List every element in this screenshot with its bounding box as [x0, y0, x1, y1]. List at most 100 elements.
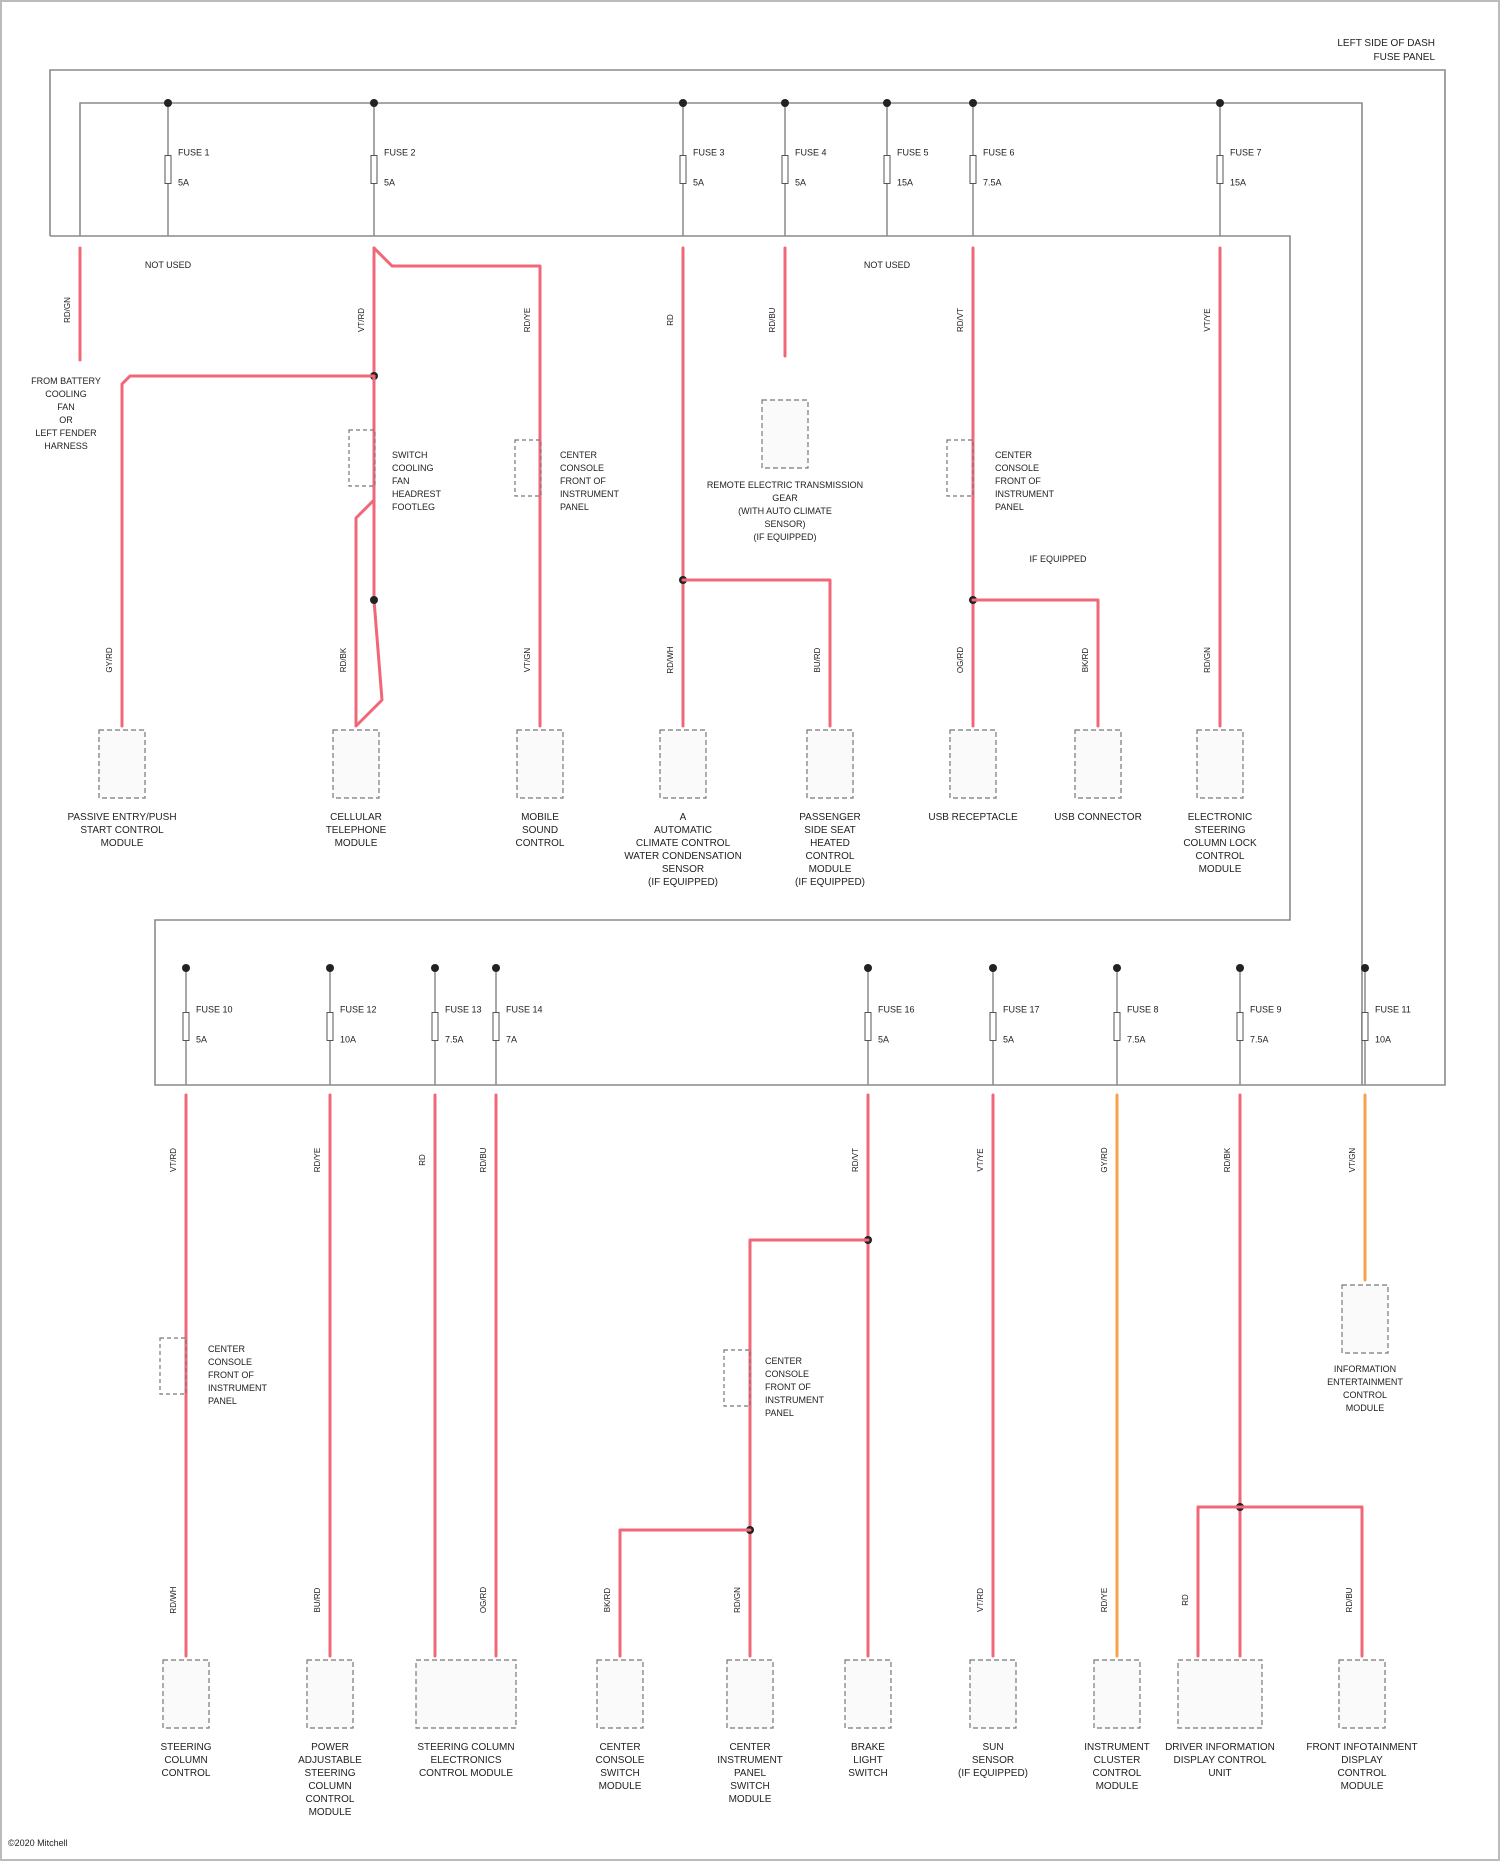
top-fuse-6-bus-node — [969, 99, 977, 107]
dash-left-label-line-1: COOLING — [45, 389, 87, 399]
bottom-component-2-label-line-3: COLUMN — [308, 1781, 351, 1792]
splice-e-label-line-1: CONSOLE — [765, 1369, 809, 1379]
bottom-component-4-label-line-3: MODULE — [599, 1781, 642, 1792]
top-fuse-6-rating: 7.5A — [983, 178, 1002, 188]
top-fuse-7-label: FUSE 7 — [1230, 148, 1262, 158]
bottom-component-9-label-line-1: DISPLAY CONTROL — [1174, 1755, 1267, 1766]
bottom-fuse-3-rating: 7.5A — [445, 1035, 464, 1045]
wire-code-label-5: RD/BU — [768, 307, 777, 332]
bottom-fuse-7-rating: 7.5A — [1127, 1035, 1146, 1045]
bottom-component-4-label-line-1: CONSOLE — [596, 1755, 645, 1766]
splice-b-label-line-3: INSTRUMENT — [560, 489, 619, 499]
top-fuse-5-bus-node — [883, 99, 891, 107]
top-fuse-1-rating: 5A — [178, 178, 189, 188]
wire-code-label-20: RD/VT — [851, 1148, 860, 1172]
top-fuse-1-bus-node — [164, 99, 172, 107]
bottom-fuse-7-symbol — [1114, 1013, 1120, 1041]
splice-c-label-line-0: CENTER — [995, 450, 1033, 460]
top-component-5-label-line-0: PASSENGER — [799, 812, 861, 823]
middle-module-label-line-1: GEAR — [772, 493, 798, 503]
top-component-5-label-line-4: MODULE — [809, 864, 852, 875]
splice-a-label-line-3: HEADREST — [392, 489, 442, 499]
splice-a-label-line-2: FAN — [392, 476, 410, 486]
bottom-fuse-6-rating: 5A — [1003, 1035, 1014, 1045]
wire-code-label-23: RD/BK — [1223, 1147, 1232, 1172]
bottom-fuse-9-label: FUSE 11 — [1375, 1005, 1411, 1015]
wire-code-label-21: VT/YE — [976, 1148, 985, 1171]
splice-d-label-line-3: INSTRUMENT — [208, 1383, 267, 1393]
bottom-fuse-3-bus-node — [431, 964, 439, 972]
top-fuse-1-symbol — [165, 156, 171, 184]
bottom-component-9 — [1178, 1660, 1262, 1728]
bottom-fuse-4-bus-node — [492, 964, 500, 972]
bottom-component-5-label-line-0: CENTER — [729, 1742, 770, 1753]
bottom-component-5-label-line-2: PANEL — [734, 1768, 766, 1779]
top-component-4-label-line-3: WATER CONDENSATION — [624, 851, 742, 862]
wire-code-label-2: VT/RD — [357, 308, 366, 332]
top-fuse-1-label: FUSE 1 — [178, 148, 210, 158]
not-used-label-1: NOT USED — [145, 260, 192, 270]
bottom-component-10-label-line-0: FRONT INFOTAINMENT — [1306, 1742, 1417, 1753]
bottom-fuse-1-bus-node — [182, 964, 190, 972]
wire-code-label-16: VT/RD — [169, 1148, 178, 1172]
top-fuse-6-label: FUSE 6 — [983, 148, 1015, 158]
top-component-5-label-line-5: (IF EQUIPPED) — [795, 877, 865, 888]
middle-module-label-line-4: (IF EQUIPPED) — [753, 532, 816, 542]
bottom-fuse-7-label: FUSE 8 — [1127, 1005, 1159, 1015]
splice-e-label-line-4: PANEL — [765, 1408, 794, 1418]
splice-b-label-line-0: CENTER — [560, 450, 598, 460]
wire-code-label-10: VT/GN — [523, 648, 532, 673]
bottom-component-7-label-line-0: SUN — [982, 1742, 1003, 1753]
dash-left-label-line-0: FROM BATTERY — [31, 376, 101, 386]
bottom-fuse-8-label: FUSE 9 — [1250, 1005, 1282, 1015]
top-component-3 — [517, 730, 563, 798]
wire-code-label-30: VT/RD — [976, 1588, 985, 1612]
bottom-component-2-label-line-2: STEERING — [304, 1768, 355, 1779]
bottom-component-9-label-line-0: DRIVER INFORMATION — [1165, 1742, 1275, 1753]
wire-code-label-11: RD/WH — [666, 646, 675, 673]
bottom-component-7-label-line-1: SENSOR — [972, 1755, 1014, 1766]
top-component-4-label-line-4: SENSOR — [662, 864, 704, 875]
wire-code-label-18: RD — [418, 1154, 427, 1166]
top-component-8-label-line-2: COLUMN LOCK — [1183, 838, 1257, 849]
middle-module-label-line-2: (WITH AUTO CLIMATE — [738, 506, 832, 516]
top-component-3-label-line-2: CONTROL — [516, 838, 565, 849]
bottom-component-4-label-line-2: SWITCH — [600, 1768, 639, 1779]
bottom-component-1-label-line-2: CONTROL — [162, 1768, 211, 1779]
dash-left-label-line-3: OR — [59, 415, 73, 425]
bottom-fuse-5-symbol — [865, 1013, 871, 1041]
wire-code-label-14: BK/RD — [1081, 648, 1090, 673]
top-component-1-label-line-1: START CONTROL — [80, 825, 164, 836]
dash-left-label-line-4: LEFT FENDER — [35, 428, 97, 438]
top-component-8-label-line-4: MODULE — [1199, 864, 1242, 875]
dash-left-label-line-2: FAN — [57, 402, 75, 412]
top-component-6 — [950, 730, 996, 798]
splice-e-label-line-3: INSTRUMENT — [765, 1395, 824, 1405]
top-component-4-label-line-2: CLIMATE CONTROL — [636, 838, 731, 849]
bottom-component-2-label-line-1: ADJUSTABLE — [298, 1755, 362, 1766]
splice-a-label-line-4: FOOTLEG — [392, 502, 435, 512]
bottom-component-8-label-line-0: INSTRUMENT — [1084, 1742, 1150, 1753]
bottom-fuse-2-symbol — [327, 1013, 333, 1041]
bottom-component-5-label-line-1: INSTRUMENT — [717, 1755, 783, 1766]
splice-d-label-line-1: CONSOLE — [208, 1357, 252, 1367]
splice-d-label-line-2: FRONT OF — [208, 1370, 254, 1380]
top-component-8-label-line-0: ELECTRONIC — [1188, 812, 1252, 823]
bottom-fuse-1-symbol — [183, 1013, 189, 1041]
wire-code-label-27: OG/RD — [479, 1587, 488, 1613]
top-component-4 — [660, 730, 706, 798]
top-component-4-label-line-1: AUTOMATIC — [654, 825, 712, 836]
bottom-component-6 — [845, 1660, 891, 1728]
top-fuse-2-label: FUSE 2 — [384, 148, 416, 158]
bottom-fuse-3-symbol — [432, 1013, 438, 1041]
splice-node-b — [370, 596, 378, 604]
bottom-fuse-5-rating: 5A — [878, 1035, 889, 1045]
top-component-8-label-line-3: CONTROL — [1196, 851, 1245, 862]
top-component-8 — [1197, 730, 1243, 798]
top-component-4-label-line-0: A — [680, 812, 687, 823]
bottom-fuse-2-bus-node — [326, 964, 334, 972]
splice-d-label-line-0: CENTER — [208, 1344, 246, 1354]
top-fuse-6-symbol — [970, 156, 976, 184]
bottom-component-8 — [1094, 1660, 1140, 1728]
